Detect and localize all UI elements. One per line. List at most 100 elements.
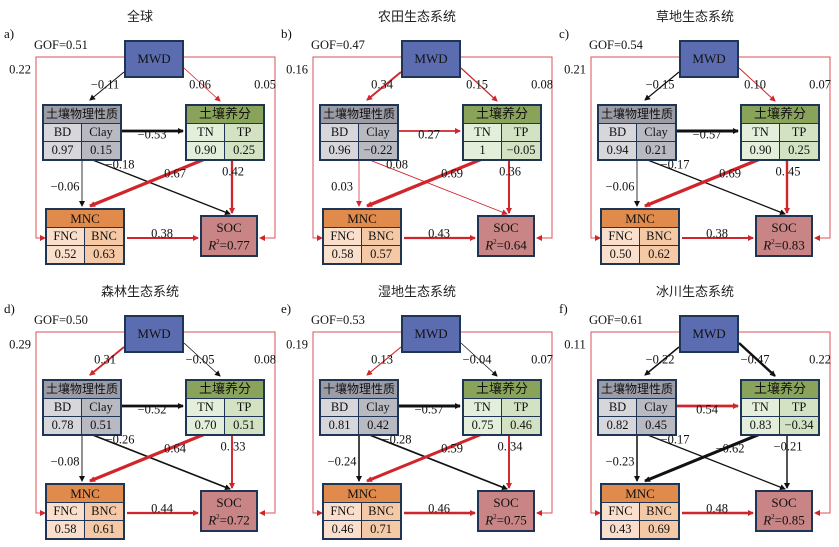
- coef-phys-nutr: −0.57: [692, 127, 722, 142]
- soc-label: SOC: [771, 494, 797, 510]
- clay-label: Clay: [82, 124, 120, 142]
- path-nutr-mnc: [366, 155, 488, 208]
- clay-value: 0.51: [82, 417, 120, 434]
- coef-mwd-phys: 0.34: [371, 77, 393, 92]
- path-mwd-soc-right: [461, 56, 553, 241]
- gof-label: GOF=0.47: [311, 38, 365, 52]
- clay-value: 0.45: [637, 417, 675, 434]
- mnc-node: MNC FNC BNC 0.52 0.63: [45, 208, 125, 265]
- soil-physical-label: 土壤物理性质: [321, 106, 397, 124]
- path-mwd-nutr: [183, 67, 221, 102]
- tn-label: TN: [464, 124, 502, 142]
- tp-value: −0.05: [502, 142, 540, 159]
- mnc-label: MNC: [47, 485, 123, 503]
- soil-physical-label: 土壤物理性质: [44, 106, 120, 124]
- bnc-label: BNC: [362, 503, 400, 521]
- path-mwd-soc-left: [590, 331, 679, 516]
- tn-label: TN: [742, 399, 780, 417]
- coef-nutr-mnc: −0.62: [715, 441, 745, 456]
- mnc-label: MNC: [324, 210, 400, 228]
- bd-value: 0.96: [321, 142, 359, 159]
- tp-value: 0.51: [225, 417, 263, 434]
- panel-title: 农田生态系统: [377, 10, 456, 25]
- coef-phys-mnc: −0.08: [50, 454, 80, 469]
- coef-mwd-nutr: 0.15: [466, 77, 488, 92]
- soil-nutrient-node: 土壤养分 TN TP 0.75 0.46: [462, 379, 542, 436]
- sem-panel-f: 冰川生态系统 f) GOF=0.61 MWD 土壤物理性质 BD Clay 0.…: [555, 275, 835, 547]
- soil-nutrient-label: 土壤养分: [464, 106, 540, 124]
- fnc-label: FNC: [324, 228, 362, 246]
- fnc-value: 0.58: [47, 521, 85, 538]
- tn-label: TN: [742, 124, 780, 142]
- mwd-node: MWD: [679, 40, 739, 78]
- path-lines: [590, 331, 831, 516]
- coef-nutr-soc: 0.36: [499, 164, 521, 179]
- mnc-label: MNC: [602, 210, 678, 228]
- soil-nutrient-node: 土壤养分 TN TP 0.70 0.51: [185, 379, 265, 436]
- path-nutr-mnc: [89, 155, 211, 208]
- coef-mwd-nutr: −0.05: [185, 352, 215, 367]
- tn-label: TN: [187, 399, 225, 417]
- tp-label: TP: [502, 399, 540, 417]
- mwd-label: MWD: [137, 51, 171, 66]
- coef-mwd-soc-left: 0.29: [9, 337, 31, 352]
- mnc-label: MNC: [47, 210, 123, 228]
- panel-title: 全球: [126, 10, 153, 25]
- soc-node: SOC R2=0.75: [477, 490, 535, 532]
- tp-value: −0.34: [780, 417, 818, 434]
- coef-phys-mnc: −0.06: [50, 179, 80, 194]
- soc-label: SOC: [771, 219, 797, 235]
- gof-label: GOF=0.51: [34, 38, 88, 52]
- path-mwd-soc-right: [739, 331, 831, 516]
- coef-phys-mnc: −0.24: [327, 454, 357, 469]
- coef-phys-nutr: −0.57: [414, 402, 444, 417]
- panel-letter: c): [559, 26, 570, 41]
- sem-panel-a: 全球 a) GOF=0.51 MWD 土壤物理性质 BD Clay 0.97 0…: [0, 0, 280, 272]
- bnc-value: 0.69: [640, 521, 678, 538]
- bnc-value: 0.71: [362, 521, 400, 538]
- coef-nutr-soc: −0.21: [773, 439, 803, 454]
- fnc-label: FNC: [602, 228, 640, 246]
- bnc-label: BNC: [85, 228, 123, 246]
- mnc-node: MNC FNC BNC 0.58 0.61: [45, 483, 125, 540]
- coef-mwd-nutr: −0.47: [740, 352, 770, 367]
- path-mwd-nutr: [738, 67, 776, 102]
- tn-value: 0.75: [464, 417, 502, 434]
- soil-physical-node: 十壤物理性质 BD Clay 0.81 0.42: [319, 379, 399, 436]
- soc-r2: R2=0.72: [208, 512, 250, 528]
- soc-node: SOC R2=0.64: [477, 215, 535, 257]
- tn-label: TN: [187, 124, 225, 142]
- coef-mwd-phys: −0.22: [645, 352, 675, 367]
- coef-phys-soc: −0.17: [660, 432, 690, 447]
- coef-mwd-phys: 0.13: [371, 352, 393, 367]
- tn-label: TN: [464, 399, 502, 417]
- coef-mwd-soc-right: 0.08: [254, 352, 276, 367]
- soil-nutrient-label: 土壤养分: [187, 381, 263, 399]
- coef-mwd-phys: −0.15: [645, 77, 675, 92]
- coef-phys-nutr: −0.52: [137, 402, 167, 417]
- bd-value: 0.82: [599, 417, 637, 434]
- fnc-label: FNC: [324, 503, 362, 521]
- coef-mnc-soc: 0.43: [428, 226, 450, 241]
- coef-mwd-soc-right: 0.07: [809, 77, 831, 92]
- bd-label: BD: [44, 124, 82, 142]
- clay-label: Clay: [359, 399, 397, 417]
- soc-node: SOC R2=0.72: [200, 490, 258, 532]
- clay-value: 0.42: [359, 417, 397, 434]
- path-mwd-phys: [644, 71, 680, 101]
- coef-mwd-phys: −0.11: [90, 77, 120, 92]
- coef-nutr-soc: 0. 45: [775, 164, 801, 179]
- coef-nutr-mnc: 0.59: [441, 441, 463, 456]
- soil-physical-label: 土壤物理性质: [599, 106, 675, 124]
- path-phys-soc: [361, 156, 508, 215]
- path-mwd-soc-left: [35, 331, 124, 516]
- coef-mwd-nutr: 0.10: [744, 77, 766, 92]
- clay-label: Clay: [359, 124, 397, 142]
- path-mwd-nutr: [460, 67, 498, 102]
- bnc-label: BNC: [640, 503, 678, 521]
- soc-label: SOC: [493, 219, 519, 235]
- coef-mwd-nutr: −0.04: [462, 352, 492, 367]
- path-mwd-nutr: [738, 342, 776, 377]
- path-nutr-mnc: [89, 430, 211, 483]
- sem-panel-c: 草地生态系统 c) GOF=0.54 MWD 土壤物理性质 BD Clay 0.…: [555, 0, 835, 272]
